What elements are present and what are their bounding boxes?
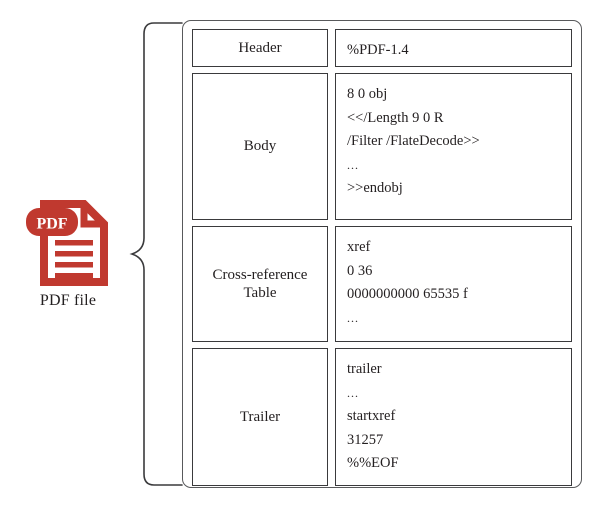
doc-line-3	[55, 262, 93, 268]
pdf-badge-label: PDF	[36, 216, 67, 233]
code-line: 31257	[347, 431, 384, 448]
code-line-ellipsis: ...	[347, 310, 359, 325]
code-line: 8 0 obj	[347, 86, 388, 102]
code-line: 0 36	[347, 262, 373, 279]
row-content-header: %PDF-1.4	[335, 29, 572, 67]
structure-row-xref: Cross-reference Table xref 0 36 00000000…	[192, 226, 572, 342]
row-content-trailer: trailer ... startxref 31257 %%EOF	[335, 348, 572, 486]
doc-line-4	[55, 273, 93, 279]
pdf-file-figure: PDF PDF file	[8, 200, 128, 310]
document-outline	[40, 200, 108, 286]
code-line: %PDF-1.4	[347, 42, 409, 58]
pdf-structure-panel: Header %PDF-1.4 Body 8 0 obj <</Length 9…	[182, 20, 582, 488]
structure-row-body: Body 8 0 obj <</Length 9 0 R /Filter /Fl…	[192, 73, 572, 220]
row-content-xref: xref 0 36 0000000000 65535 f ...	[335, 226, 572, 342]
code-line: startxref	[347, 408, 396, 424]
doc-line-1	[55, 240, 93, 246]
pdf-file-caption: PDF file	[39, 292, 97, 309]
structure-row-trailer: Trailer trailer ... startxref 31257 %%EO…	[192, 348, 572, 486]
curly-brace-graphic	[129, 22, 183, 486]
pdf-file-icon: PDF	[24, 200, 112, 286]
code-line: trailer	[347, 361, 382, 377]
code-line: xref	[347, 239, 371, 255]
code-line: %%EOF	[347, 455, 399, 471]
row-label-trailer: Trailer	[192, 348, 328, 486]
code-line: >>endobj	[347, 180, 403, 196]
code-line: 0000000000 65535 f	[347, 286, 468, 302]
folded-corner	[80, 205, 103, 228]
curly-brace	[126, 20, 186, 488]
code-line-ellipsis: ...	[347, 385, 359, 400]
row-label-header: Header	[192, 29, 328, 67]
brace-path	[129, 22, 183, 486]
pdf-badge	[26, 208, 78, 236]
code-line: <</Length 9 0 R	[347, 109, 444, 126]
code-line-ellipsis: ...	[347, 157, 359, 172]
row-content-body: 8 0 obj <</Length 9 0 R /Filter /FlateDe…	[335, 73, 572, 220]
code-line: /Filter /FlateDecode>>	[347, 133, 480, 149]
doc-line-2	[55, 251, 93, 257]
row-label-xref: Cross-reference Table	[192, 226, 328, 342]
pdf-file-icon-graphic: PDF	[26, 200, 108, 286]
structure-row-header: Header %PDF-1.4	[192, 29, 572, 67]
row-label-xref-line2: Table	[243, 285, 277, 301]
row-label-xref-line1: Cross-reference	[212, 266, 308, 283]
row-label-body: Body	[192, 73, 328, 220]
